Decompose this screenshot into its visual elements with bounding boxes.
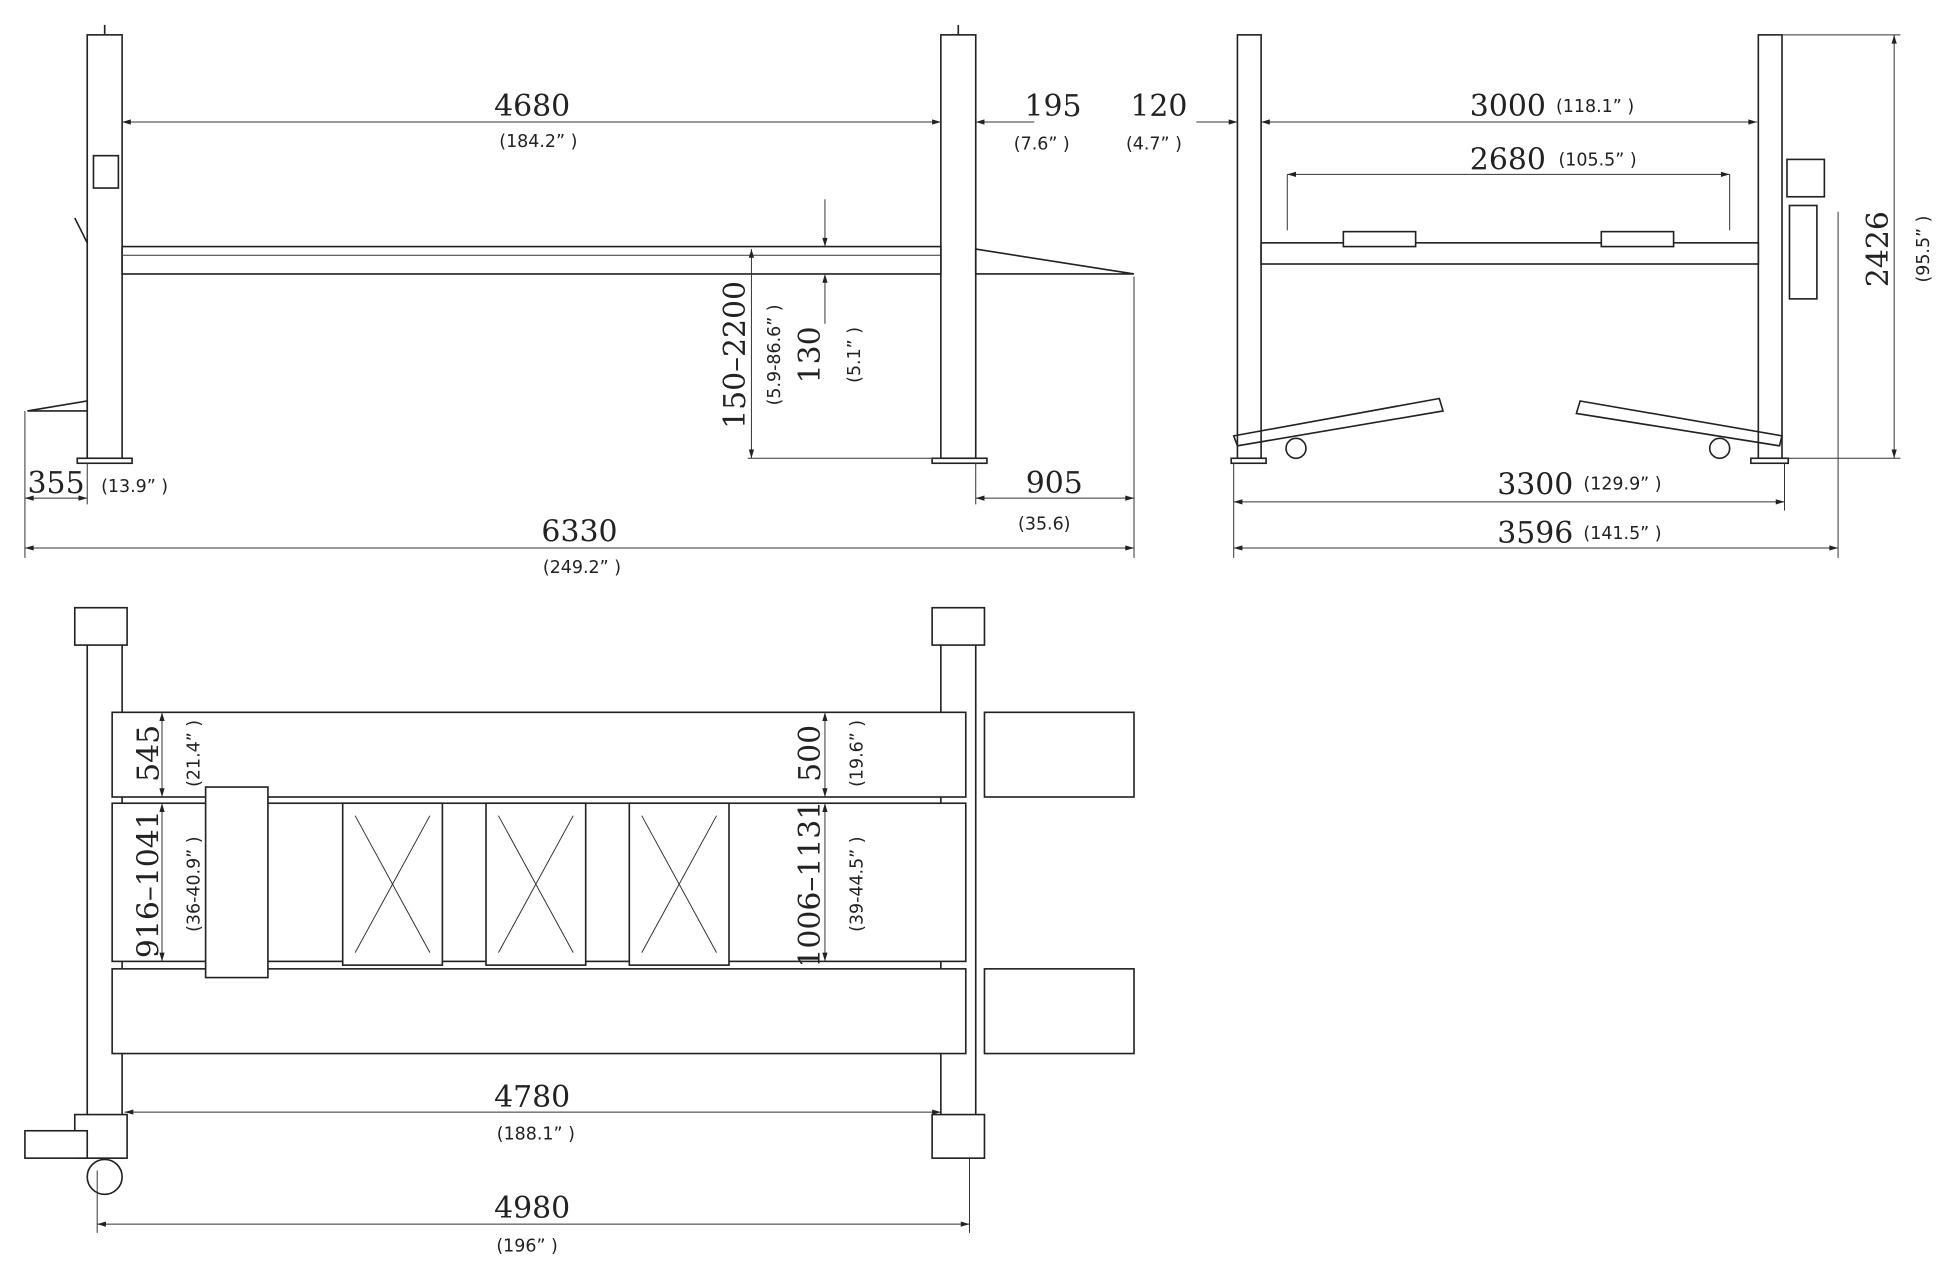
dimension-label: (249.2” ) (543, 558, 621, 578)
power-unit (24, 1129, 89, 1159)
top-runway (111, 711, 967, 798)
top-view: 545 (21.4” ) 500 (19.6” ) 916–1041 (36-4… (24, 606, 1135, 1257)
motor (1786, 158, 1826, 198)
jack-left (1342, 230, 1417, 248)
jack-right (1600, 230, 1675, 248)
dimension-label: 916–1041 (131, 810, 166, 958)
bottom-runway (111, 968, 967, 1055)
dimension-label: 905 (1026, 466, 1083, 501)
dimension-label: (5.9-86.6” ) (765, 304, 785, 405)
dimension-label: (184.2” ) (499, 132, 577, 152)
top-drive-ramp (983, 711, 1135, 798)
dimension-label: (13.9” ) (101, 477, 168, 497)
dimension-label: 195 (1024, 89, 1081, 124)
dimension-label: (19.6” ) (847, 720, 867, 787)
dimension-label: (35.6) (1018, 514, 1070, 534)
bottom-drive-ramp (983, 968, 1135, 1055)
right-ramp (1575, 400, 1783, 447)
dimension-label: 130 (793, 326, 828, 383)
dimension-label: (95.5” ) (1914, 216, 1934, 283)
dimension-label: 355 (28, 466, 85, 501)
dimension-label: (5.1” ) (845, 327, 865, 383)
dimension-label: (21.4” ) (184, 720, 204, 787)
front-post (940, 34, 977, 460)
dimension-label: (39-44.5” ) (847, 836, 867, 931)
dimension-label: (4.7” ) (1126, 134, 1182, 154)
dimension-label: (196” ) (496, 1237, 557, 1257)
dimension-label: (7.6” ) (1014, 134, 1070, 154)
dimension-label: (36-40.9” ) (184, 836, 204, 931)
dimension-label: 1006–1131 (793, 801, 828, 968)
side-view: 4680 (184.2” ) 195 (7.6” ) 150–2200 (5.9… (24, 24, 1135, 578)
dimension-label: (118.1” ) (1556, 97, 1634, 117)
left-ramp (1232, 397, 1445, 447)
left-post (1236, 34, 1262, 460)
rolling-jack (204, 786, 269, 979)
runway (121, 245, 942, 275)
crossbeam (1260, 242, 1760, 265)
dimension-label: 3300 (1497, 467, 1573, 502)
dimension-label: 2426 (1861, 211, 1896, 287)
dimension-label: (141.5” ) (1583, 524, 1661, 544)
rear-ramp (27, 400, 89, 412)
dimension-label: 120 (1130, 89, 1187, 124)
dimension-label: 4780 (494, 1080, 570, 1115)
dimension-label: 545 (131, 725, 166, 782)
dimension-label: 2680 (1470, 142, 1546, 177)
dimension-label: 3000 (1470, 89, 1546, 124)
drive-ramp (974, 248, 1135, 275)
dimension-label: (105.5” ) (1559, 151, 1637, 171)
dimension-label: (129.9” ) (1583, 474, 1661, 494)
dim-post-span: 4680 (494, 89, 570, 124)
control-box (92, 154, 120, 189)
dimension-label: 500 (793, 725, 828, 782)
dimension-label: 3596 (1497, 516, 1573, 551)
dimension-label: 6330 (541, 515, 617, 550)
rear-post (86, 34, 123, 460)
right-post (1757, 34, 1783, 460)
dimension-label: (188.1” ) (497, 1124, 575, 1144)
oil-tank (1788, 204, 1818, 300)
front-view: 120 (4.7” ) 3000 (118.1” ) 2680 (105.5” … (1126, 34, 1934, 558)
dimension-label: 4980 (494, 1191, 570, 1226)
dimension-label: 150–2200 (718, 281, 753, 429)
